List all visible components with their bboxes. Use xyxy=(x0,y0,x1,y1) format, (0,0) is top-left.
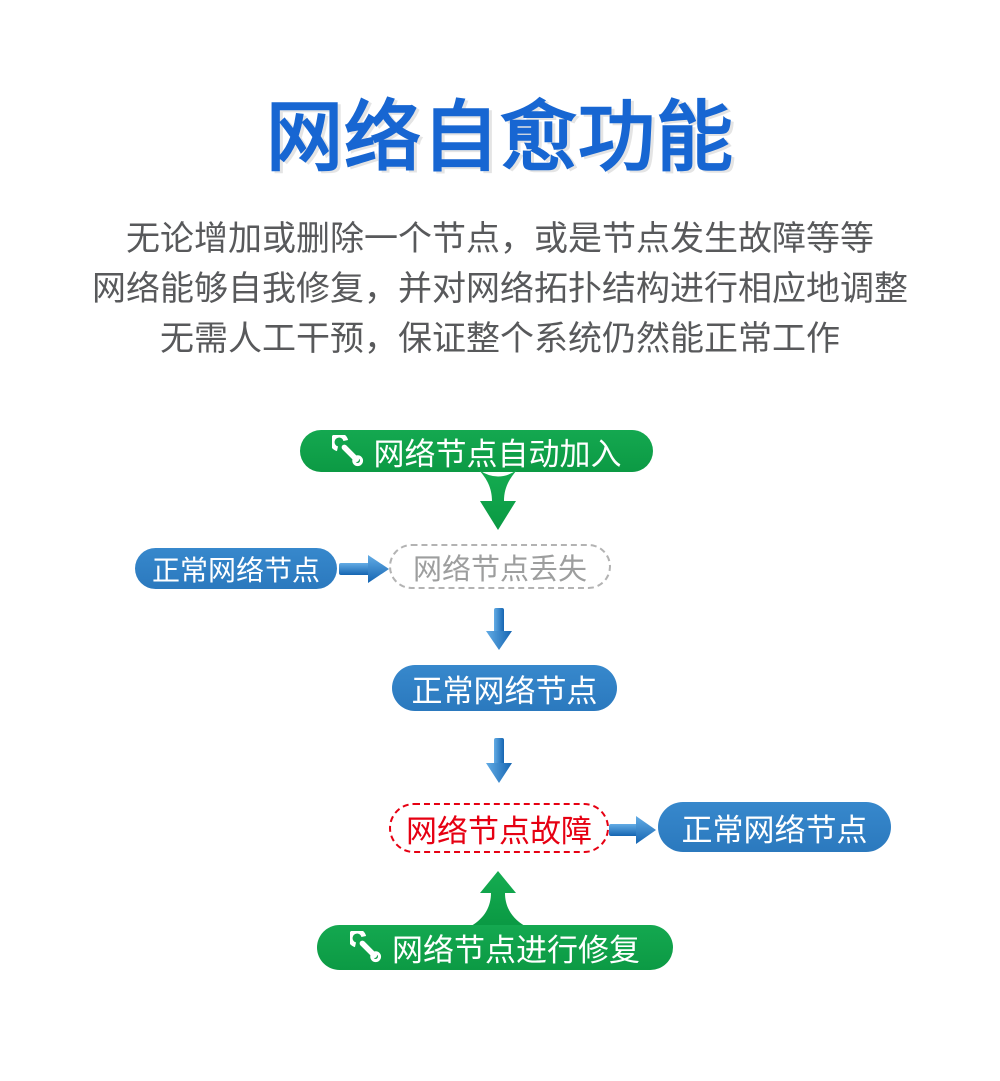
node-label: 正常网络节点 xyxy=(151,554,320,586)
node-label: 网络节点自动加入 xyxy=(373,436,622,472)
node-fault: 网络节点故障 xyxy=(389,803,609,853)
node-label: 正常网络节点 xyxy=(681,812,868,848)
node-normal-3: 正常网络节点 xyxy=(658,802,891,852)
arrow-right-blue-icon xyxy=(339,555,389,583)
node-label: 网络节点进行修复 xyxy=(392,933,640,968)
arrow-up-green-icon xyxy=(471,871,525,926)
node-lost: 网络节点丢失 xyxy=(389,544,611,589)
node-label: 网络节点故障 xyxy=(406,813,592,849)
arrow-down-green-icon xyxy=(479,470,517,530)
wrench-icon xyxy=(331,434,363,466)
node-repair: 网络节点进行修复 xyxy=(317,925,673,970)
intro-line: 网络能够自我修复，并对网络拓扑结构进行相应地调整 xyxy=(92,270,908,308)
node-auto-join: 网络节点自动加入 xyxy=(300,430,653,472)
node-normal-2: 正常网络节点 xyxy=(392,665,617,711)
node-normal-1: 正常网络节点 xyxy=(135,548,337,589)
node-label: 正常网络节点 xyxy=(411,673,598,709)
page-title: 网络自愈功能 xyxy=(266,95,734,181)
node-label: 网络节点丢失 xyxy=(412,553,587,586)
wrench-icon xyxy=(350,931,382,963)
arrow-down-blue-icon xyxy=(486,608,512,650)
intro-paragraph: 无论增加或删除一个节点，或是节点发生故障等等 网络能够自我修复，并对网络拓扑结构… xyxy=(0,214,1000,364)
intro-line: 无论增加或删除一个节点，或是节点发生故障等等 xyxy=(126,220,874,258)
arrow-down-blue-icon xyxy=(486,738,512,783)
arrow-right-blue-icon xyxy=(609,816,656,844)
intro-line: 无需人工干预，保证整个系统仍然能正常工作 xyxy=(160,320,840,358)
